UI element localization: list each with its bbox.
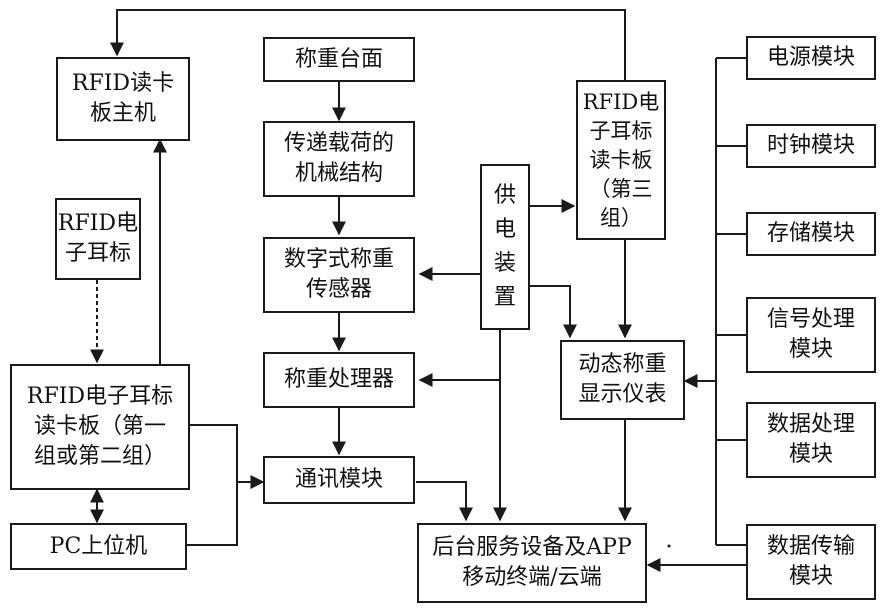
data-transfer-module-node: 数据传输 模块	[746, 524, 876, 600]
comm-module-node: 通讯模块	[263, 456, 415, 504]
edge-comm-to-backend	[416, 481, 473, 522]
clock-module-node: 时钟模块	[746, 124, 876, 168]
edge-reader12-to-comm	[190, 424, 265, 489]
power-module-node: 电源模块	[746, 36, 876, 80]
digital-sensor-node: 数字式称重 传感器	[263, 237, 415, 313]
load-mechanism-node: 传递载荷的 机械结构	[263, 121, 415, 197]
rfid-reader-group3-node: RFID电 子耳标 读卡板 （第三 组）	[576, 80, 666, 240]
storage-module-node: 存储模块	[746, 212, 876, 256]
edge-power-to-display	[530, 285, 577, 339]
pc-host-node: PC上位机	[10, 523, 187, 570]
edge-power-to-processor	[418, 330, 501, 387]
rfid-tag-node: RFID电 子耳标	[55, 198, 141, 280]
edge-pc-to-comm	[187, 482, 238, 546]
rfid-reader-group12-node: RFID电子耳标 读卡板（第一 组或第二组）	[10, 364, 190, 490]
data-processing-module-node: 数据处理 模块	[746, 402, 876, 478]
weighing-platform-node: 称重台面	[263, 37, 415, 82]
stray-dot	[667, 544, 671, 548]
signal-module-node: 信号处理 模块	[746, 297, 876, 373]
power-supply-node: 供 电 装 置	[480, 164, 530, 330]
dynamic-display-node: 动态称重 显示仪表	[560, 340, 685, 420]
backend-node: 后台服务设备及APP 移动终端/云端	[417, 523, 647, 603]
weighing-processor-node: 称重处理器	[263, 352, 415, 408]
edge-reader3-to-host	[110, 9, 626, 80]
rfid-host-node: RFID读卡 板主机	[56, 57, 190, 141]
